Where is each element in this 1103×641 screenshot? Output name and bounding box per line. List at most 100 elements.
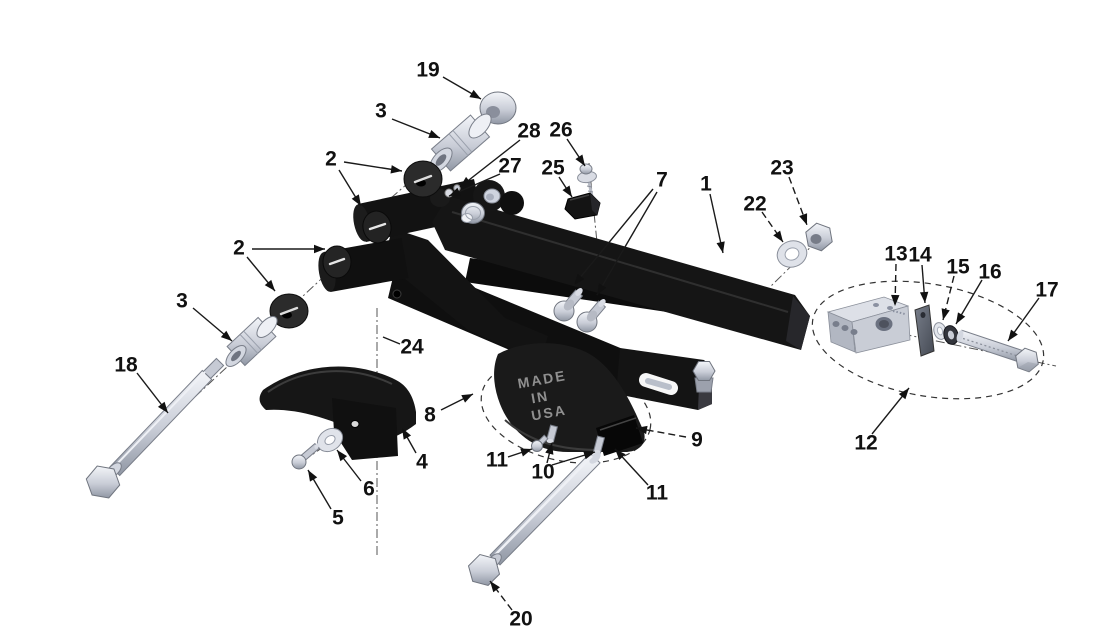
arrowhead-23 — [799, 213, 808, 225]
part-bushing-2-lower — [269, 293, 309, 329]
callout-label-2b: 2 — [233, 237, 245, 260]
arrowhead-7 — [597, 283, 607, 295]
leader-line-24 — [382, 336, 401, 345]
arrowhead-27 — [449, 187, 461, 196]
callout-label-10: 10 — [531, 461, 554, 484]
arrowhead-1 — [716, 241, 725, 253]
guide-mount-hole — [350, 420, 360, 428]
part-chain-guide-4 — [259, 366, 416, 460]
callout-label-2: 2 — [325, 148, 337, 171]
arrowhead-2b — [264, 279, 275, 291]
arrowhead-16 — [956, 312, 966, 324]
arrowhead-5 — [308, 470, 318, 482]
leader-line-9 — [635, 427, 687, 438]
leader-line-20 — [489, 580, 513, 611]
part-bolt-7b — [576, 299, 607, 333]
callout-label-25: 25 — [541, 157, 565, 180]
arrowhead-28 — [460, 176, 472, 187]
callout-label-28: 28 — [517, 120, 541, 143]
part-spacer-3-lower — [225, 316, 278, 367]
part-stud-10a — [545, 424, 559, 443]
callout-label-11b: 11 — [646, 482, 669, 505]
part-nut-23 — [805, 222, 833, 252]
part-axle-bolt-20 — [467, 452, 601, 587]
arrowhead-11b — [615, 449, 626, 460]
part-adjuster-plate-14 — [914, 304, 935, 357]
part-guard-wedge-9 — [596, 415, 643, 456]
part-bushing-2-upper — [403, 160, 443, 198]
arrowhead-3 — [428, 130, 440, 138]
arrowhead-25 — [562, 185, 572, 197]
arrowhead-17 — [1008, 329, 1018, 341]
arrowhead-12 — [898, 388, 909, 400]
guard-text-line3: USA — [530, 402, 568, 424]
arrowhead-15 — [941, 308, 950, 320]
part-bolt-11 — [531, 434, 549, 452]
callout-label-8: 8 — [424, 404, 436, 427]
callout-label-23: 23 — [770, 157, 793, 180]
arrowhead-4 — [402, 428, 412, 440]
part-axle-block-bolt — [692, 361, 716, 393]
arrowhead-22 — [773, 230, 783, 242]
arrowhead-2 — [351, 194, 361, 206]
leader-line-7 — [596, 191, 658, 296]
part-pivot-bolt-18 — [85, 357, 225, 499]
guard-text-line2: IN — [530, 387, 551, 406]
part-washer-6 — [316, 427, 344, 453]
arrowhead-8 — [461, 394, 473, 403]
group-ellipse-12 — [811, 280, 1045, 400]
callout-label-22: 22 — [743, 193, 766, 216]
arrowhead-10 — [545, 443, 554, 455]
arrowhead-6 — [337, 450, 348, 462]
callout-label-3b: 3 — [176, 290, 188, 313]
callout-label-12: 12 — [854, 432, 877, 455]
callout-label-15: 15 — [946, 256, 970, 279]
part-adjuster-block-13 — [826, 296, 911, 354]
part-pivot-tube-lower — [318, 238, 409, 292]
arrowhead-9 — [636, 425, 648, 435]
callout-label-18: 18 — [114, 354, 138, 377]
arrowhead-7 — [574, 273, 585, 285]
part-ring-16 — [943, 325, 959, 345]
arrowhead-2b — [314, 244, 325, 254]
callout-label-16: 16 — [978, 261, 1001, 284]
callout-label-3: 3 — [375, 100, 387, 123]
bushing-highlight — [328, 257, 346, 266]
group-ellipse-8 — [480, 358, 652, 464]
callout-label-27: 27 — [498, 155, 521, 178]
callout-label-11: 11 — [486, 449, 509, 472]
arrowhead-2 — [390, 165, 402, 174]
leader-line-23 — [788, 176, 808, 226]
callout-label-26: 26 — [549, 119, 572, 142]
callout-label-19: 19 — [416, 59, 439, 82]
bushing-highlight — [368, 222, 387, 231]
arrowhead-10 — [583, 451, 595, 460]
arrowhead-14 — [919, 291, 929, 303]
callout-label-17: 17 — [1035, 279, 1058, 302]
arrowhead-18 — [157, 401, 168, 413]
callout-label-4: 4 — [416, 451, 428, 474]
callout-label-20: 20 — [509, 608, 532, 631]
part-swingarm-main-beam-1 — [432, 196, 810, 350]
callout-label-9: 9 — [691, 429, 703, 452]
arrowhead-13 — [891, 294, 900, 306]
callout-label-24: 24 — [400, 336, 424, 359]
made-in-usa-engraving: MADE IN USA — [516, 367, 568, 424]
part-grease-fitting-27-28 — [444, 184, 501, 224]
callout-label-14: 14 — [908, 244, 932, 267]
arrowhead-3b — [220, 330, 232, 341]
leader-line-7 — [573, 188, 654, 286]
arrowhead-20 — [490, 581, 500, 593]
callout-label-1: 1 — [700, 173, 712, 196]
part-cross-brace — [384, 228, 548, 362]
callout-label-5: 5 — [332, 507, 344, 530]
part-bolt-7a — [553, 288, 584, 322]
part-adjuster-bolt-17 — [956, 329, 1039, 373]
arrowhead-11 — [520, 448, 532, 457]
leader-line-22 — [761, 211, 784, 243]
arrowhead-26 — [575, 154, 585, 166]
callout-label-7: 7 — [656, 169, 668, 192]
